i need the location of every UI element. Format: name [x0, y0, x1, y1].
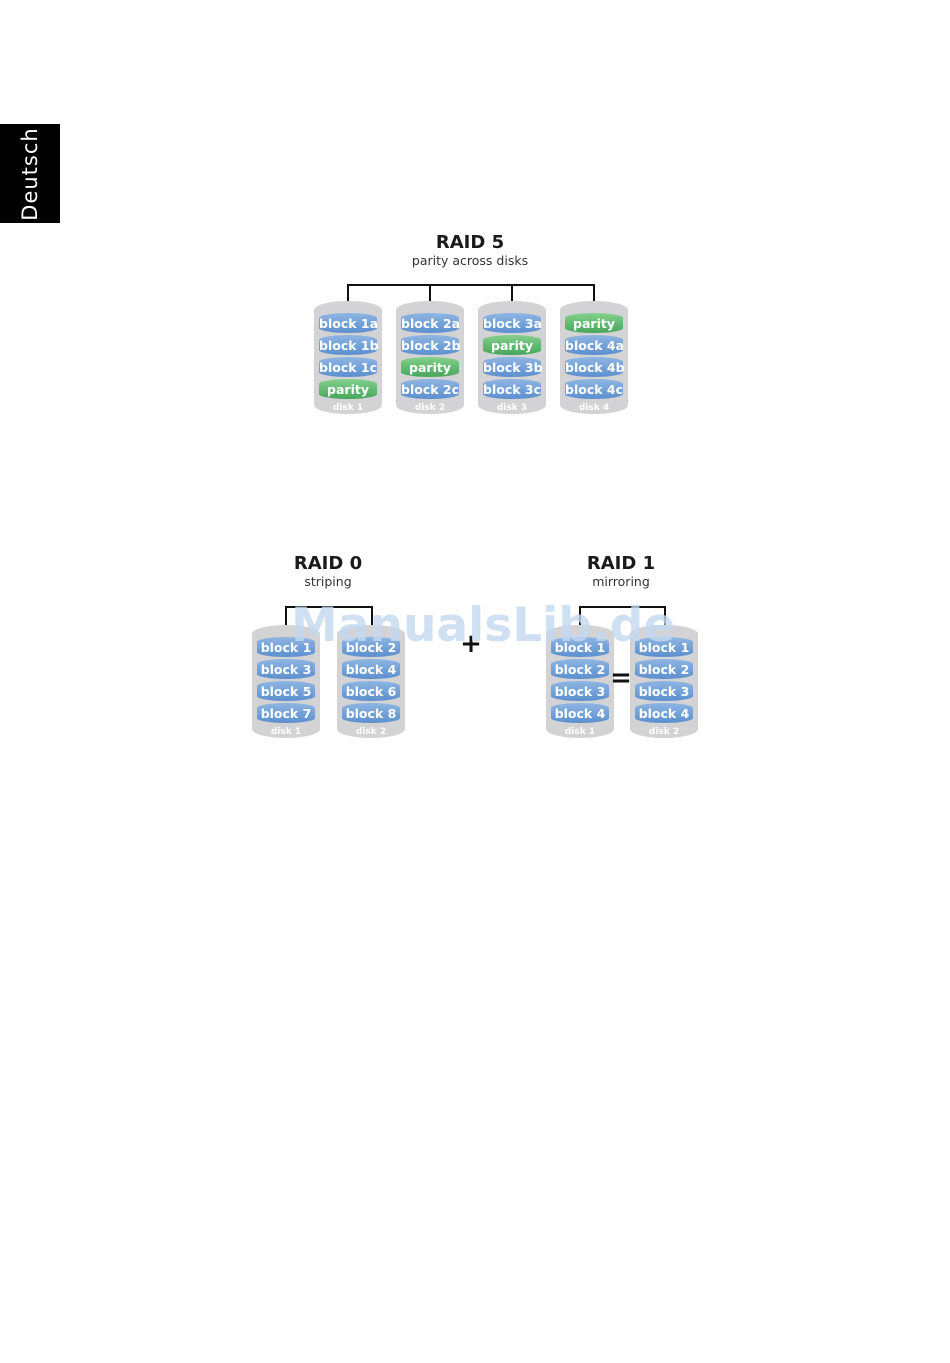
data-block: block 4 — [551, 703, 609, 723]
parity-block: parity — [565, 313, 623, 333]
data-block: block 2b — [401, 335, 461, 355]
raid5-connector-disk2 — [429, 284, 431, 306]
data-block: block 1 — [551, 637, 609, 657]
disk-label: disk 3 — [496, 403, 528, 413]
parity-block: parity — [401, 357, 459, 377]
data-block: block 6 — [342, 681, 400, 701]
data-block: block 1 — [635, 637, 693, 657]
data-block: block 2a — [401, 313, 460, 333]
disk-label: disk 2 — [414, 403, 446, 413]
raid5-connector-bar — [347, 284, 595, 286]
parity-block: parity — [483, 335, 541, 355]
data-block: block 1a — [319, 313, 378, 333]
data-block: block 4a — [565, 335, 624, 355]
raid1-connector-bar — [579, 606, 666, 608]
raid1-connector-disk1 — [579, 606, 581, 628]
data-block: block 7 — [257, 703, 315, 723]
disk-label: disk 1 — [564, 727, 596, 737]
raid0-title: RAID 0 — [293, 553, 363, 574]
data-block: block 1c — [319, 357, 377, 377]
data-block: block 5 — [257, 681, 315, 701]
disk-label: disk 2 — [355, 727, 387, 737]
data-block: block 1 — [257, 637, 315, 657]
raid5-connector-disk3 — [511, 284, 513, 306]
disk-label: disk 1 — [332, 403, 364, 413]
data-block: block 1b — [319, 335, 379, 355]
equals-operator: = — [610, 663, 632, 693]
raid1-title: RAID 1 — [586, 553, 656, 574]
plus-operator: + — [460, 629, 482, 659]
data-block: block 2c — [401, 379, 459, 399]
data-block: block 4c — [565, 379, 623, 399]
disk-label: disk 1 — [270, 727, 302, 737]
disk-label: disk 4 — [578, 403, 610, 413]
disk-label: disk 2 — [648, 727, 680, 737]
raid5-subtitle: parity across disks — [411, 253, 529, 268]
raid5-connector-disk1 — [347, 284, 349, 306]
data-block: block 2 — [551, 659, 609, 679]
data-block: block 8 — [342, 703, 400, 723]
raid5-connector-disk4 — [593, 284, 595, 306]
language-tab-label: Deutsch — [18, 127, 42, 221]
data-block: block 2 — [635, 659, 693, 679]
data-block: block 3 — [257, 659, 315, 679]
data-block: block 3 — [635, 681, 693, 701]
raid1-subtitle: mirroring — [592, 574, 650, 589]
raid0-connector-bar — [285, 606, 373, 608]
raid1-connector-disk2 — [664, 606, 666, 628]
data-block: block 4b — [565, 357, 625, 377]
parity-block: parity — [319, 379, 377, 399]
data-block: block 2 — [342, 637, 400, 657]
data-block: block 4 — [635, 703, 693, 723]
raid0-subtitle: striping — [304, 574, 352, 589]
raid0-connector-disk2 — [371, 606, 373, 628]
data-block: block 3c — [483, 379, 541, 399]
raid5-title: RAID 5 — [435, 232, 505, 253]
data-block: block 4 — [342, 659, 400, 679]
data-block: block 3 — [551, 681, 609, 701]
data-block: block 3b — [483, 357, 543, 377]
raid0-connector-disk1 — [285, 606, 287, 628]
data-block: block 3a — [483, 313, 542, 333]
language-tab: Deutsch — [0, 124, 60, 223]
